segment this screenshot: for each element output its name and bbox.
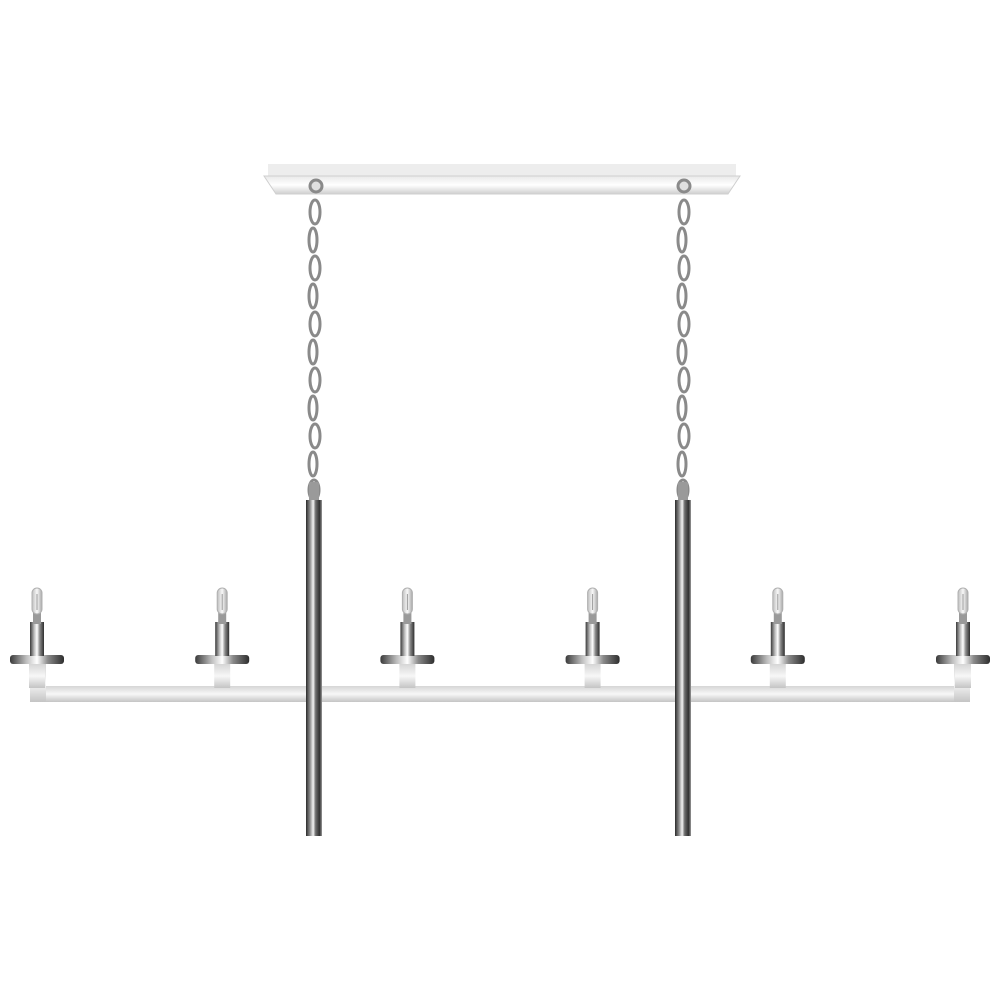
candle-light-3 — [380, 587, 435, 688]
candle-light-4 — [565, 587, 620, 688]
candle-light-5 — [750, 587, 805, 688]
candle-light-1 — [10, 587, 64, 688]
left-chain — [307, 178, 324, 502]
ceiling-canopy — [263, 164, 741, 195]
right-hanging-rod — [675, 482, 691, 836]
left-hanging-rod — [306, 482, 322, 836]
right-chain — [676, 178, 692, 502]
horizontal-arm — [30, 664, 970, 702]
candle-lights — [10, 587, 990, 688]
candle-light-6 — [936, 587, 990, 688]
candle-light-2 — [195, 587, 250, 688]
